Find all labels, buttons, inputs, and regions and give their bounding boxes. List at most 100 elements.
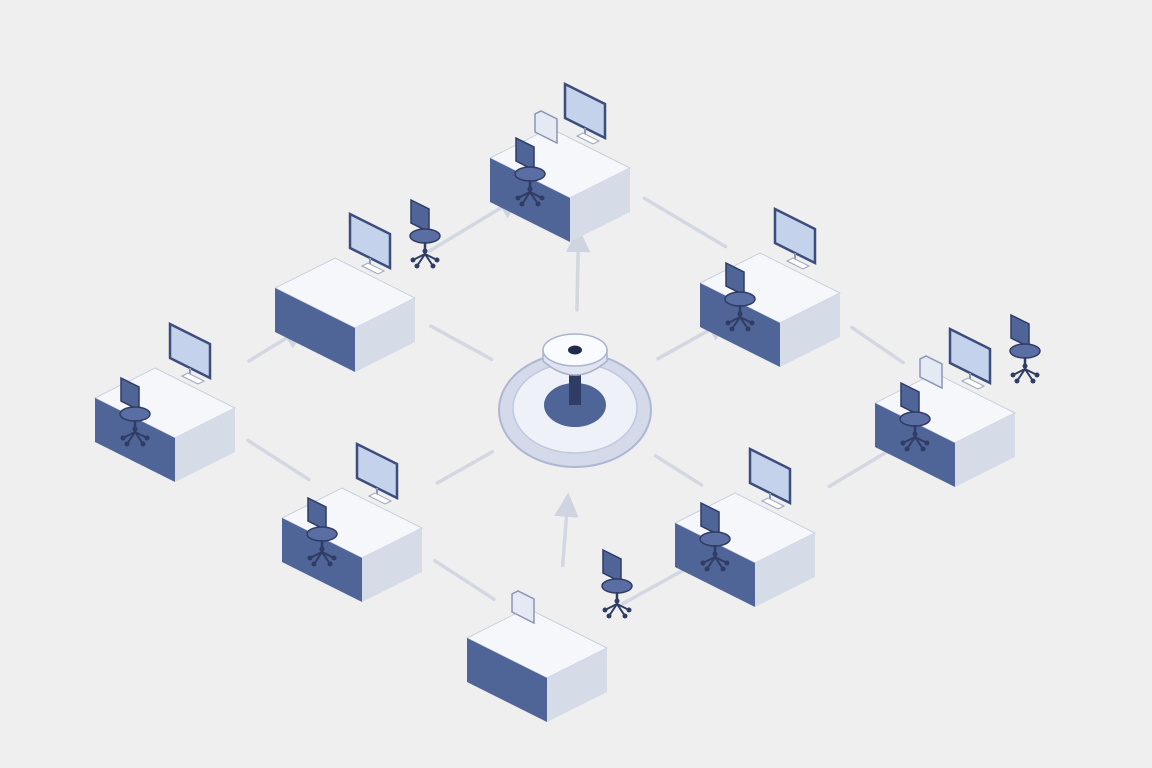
desk-front-panel [490,158,570,242]
monitor-icon [563,81,607,141]
keyboard-icon [575,132,601,145]
monitor-icon [948,326,992,386]
chair-wheel [920,446,926,452]
desk-front-panel [467,638,547,722]
keyboard-icon [180,372,206,385]
workstation-upper-right[interactable] [698,206,842,367]
folder-icon [534,110,558,145]
desk-front-panel [282,518,362,602]
chair-wheel [745,326,751,332]
chair-wheel [414,263,420,269]
chair-wheel [527,186,533,192]
chair-wheel [700,560,706,566]
chair-wheel [924,440,930,446]
hub-stem [569,367,581,405]
chair-wheel [307,555,313,561]
workstation-lower-right[interactable] [673,446,817,607]
chair-wheel [1010,372,1016,378]
keyboard-icon [367,492,393,505]
chair-wheel [539,195,545,201]
chair-wheel [904,446,910,452]
chair-wheel [724,560,730,566]
chair-back [1010,313,1030,349]
desk-front-panel [675,523,755,607]
chair-wheel [725,320,731,326]
chair-wheel [729,326,735,332]
central-server-hub[interactable] [498,333,652,468]
chair-wheel [410,257,416,263]
chair-wheel [749,320,755,326]
chair-wheel [704,566,710,572]
desk-side-panel [755,533,815,607]
chair-wheel [1034,372,1040,378]
chair-wheel [120,435,126,441]
connection-hub-to-upper-left [429,324,494,362]
chair-wheel [720,566,726,572]
monitor-icon [348,211,392,271]
workstation-lower-left[interactable] [280,441,424,602]
desk-side-panel [547,648,607,722]
workstation-far-right[interactable] [873,313,1041,487]
chair-seat [514,166,546,182]
connection-far-left-to-lower-left [246,438,311,482]
chair-wheel [140,441,146,447]
chair-wheel [132,426,138,432]
chair-seat [699,531,731,547]
chair-wheel [614,598,620,604]
chair-wheel [124,441,130,447]
desk-side-panel [355,298,415,372]
chair-wheel [430,263,436,269]
chair-wheel [900,440,906,446]
keyboard-icon [360,262,386,275]
desk-front-panel [875,403,955,487]
chair-wheel [912,431,918,437]
folder-icon [919,355,943,390]
workstation-bottom[interactable] [465,548,633,722]
chair-wheel [319,546,325,552]
workstation-top[interactable] [488,81,632,242]
chair-seat [724,291,756,307]
monitor-icon [748,446,792,506]
desk-side-panel [570,168,630,242]
chair-wheel [434,257,440,263]
workstation-upper-left[interactable] [273,198,441,372]
chair-wheel [144,435,150,441]
chair-seat [1009,343,1041,359]
folder-icon [511,590,535,625]
connection-hub-to-top [565,227,591,312]
chair-wheel [1030,378,1036,384]
desk-side-panel [955,413,1015,487]
chair-seat [119,406,151,422]
chair-seat [601,578,633,594]
connection-upper-right-to-far-right [850,325,905,365]
desk-front-panel [95,398,175,482]
workstation-nodes [93,81,1041,722]
chair-back [602,548,622,584]
chair-wheel [331,555,337,561]
chair-wheel [1022,363,1028,369]
chair-wheel [606,613,612,619]
keyboard-icon [760,497,786,510]
monitor-icon [355,441,399,501]
connection-bottom-to-hub [554,492,579,567]
keyboard-icon [785,257,811,270]
chair-wheel [327,561,333,567]
workstation-far-left[interactable] [93,321,237,482]
chair-wheel [311,561,317,567]
monitor-icon [168,321,212,381]
chair-seat [409,228,441,244]
chair-wheel [422,248,428,254]
chair-wheel [712,551,718,557]
monitor-icon [773,206,817,266]
chair-wheel [602,607,608,613]
desk-front-panel [700,283,780,367]
chair-back [410,198,430,234]
connection-hub-to-lower-left [435,450,495,485]
connection-lower-left-to-bottom [433,559,496,601]
connection-hub-to-lower-right [653,453,704,487]
desk-front-panel [275,288,355,372]
connection-top-to-upper-right [642,196,728,249]
desk-side-panel [175,408,235,482]
